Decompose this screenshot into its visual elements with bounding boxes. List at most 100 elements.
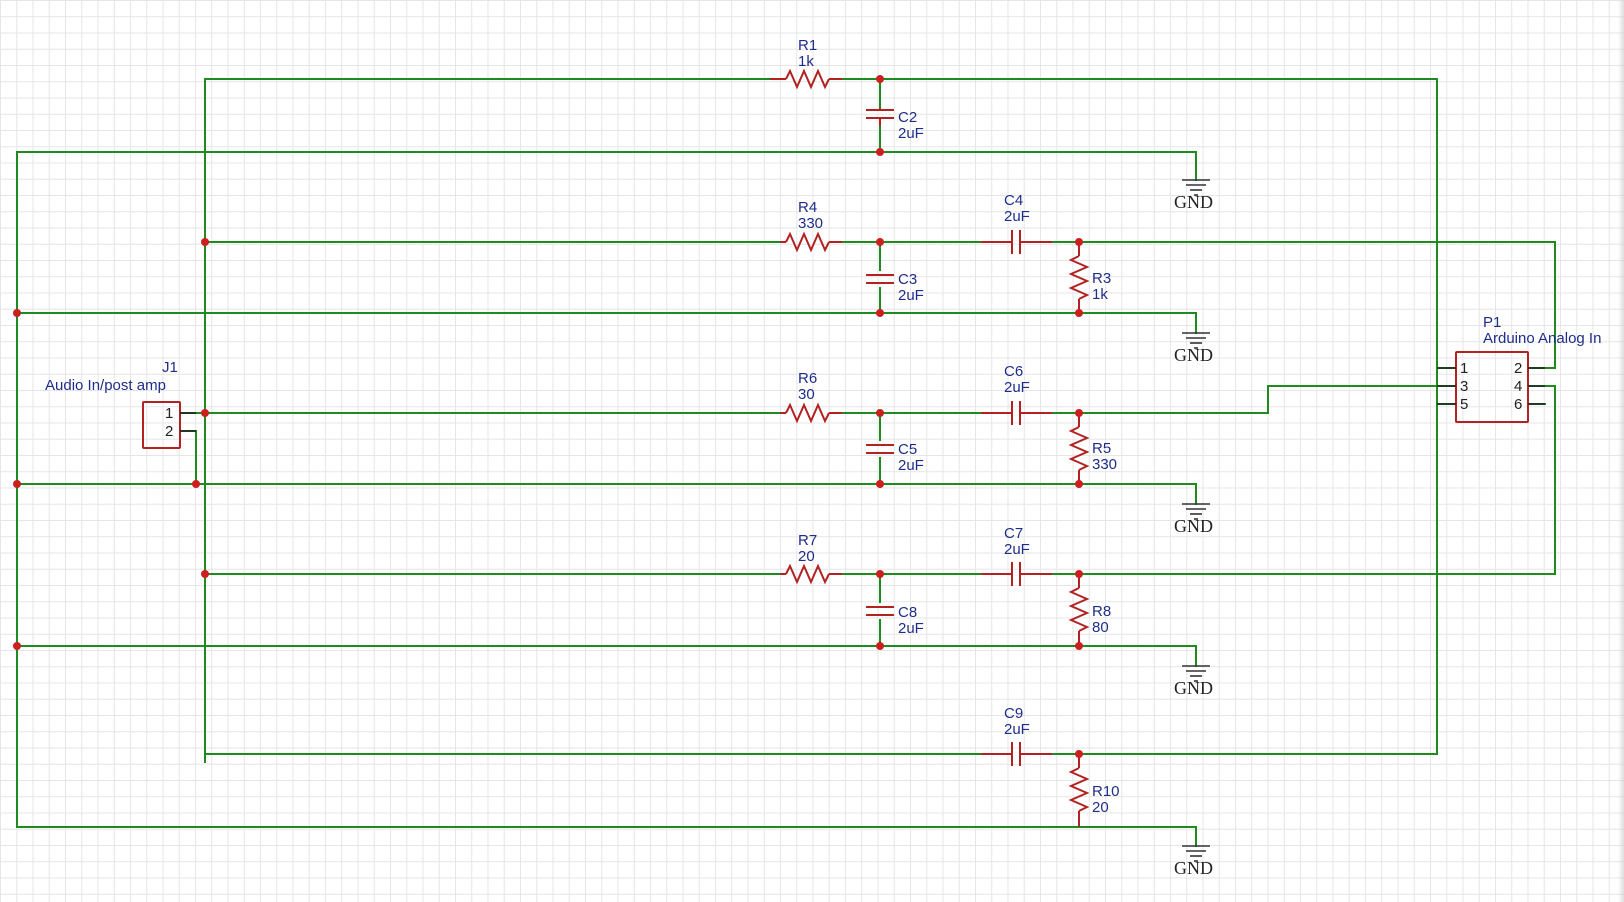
resistor-r6[interactable]: R6 30 — [780, 370, 842, 424]
wire-p1-pin2 — [1527, 241, 1556, 369]
r7-value: 20 — [798, 548, 815, 565]
junction-dot — [1075, 309, 1083, 317]
ground-symbol-2[interactable]: GND — [1174, 332, 1213, 365]
junctions — [13, 75, 1083, 758]
ground-symbol-5[interactable]: GND — [1174, 845, 1213, 878]
resistor-r10[interactable]: R10 20 — [1068, 754, 1120, 827]
capacitor-c9[interactable]: C9 2uF — [981, 705, 1052, 766]
p1-pin-3: 3 — [1460, 378, 1468, 395]
capacitor-c8[interactable]: C8 2uF — [866, 604, 924, 637]
capacitor-c7[interactable]: C7 2uF — [981, 525, 1052, 586]
junction-dot — [1075, 570, 1083, 578]
connector-j1[interactable]: 1 2 J1 Audio In/post amp — [45, 359, 196, 449]
c6-ref: C6 — [1004, 363, 1023, 380]
p1-value: Arduino Analog In — [1483, 330, 1601, 347]
connector-p1[interactable]: 1 2 3 4 5 6 P1 Arduino Analog In — [1437, 314, 1601, 423]
p1-pin-4: 4 — [1514, 378, 1522, 395]
ground-symbol-1[interactable]: GND — [1174, 179, 1213, 212]
ground-label-3: GND — [1174, 516, 1213, 536]
junction-dot — [876, 409, 884, 417]
r4-ref: R4 — [798, 199, 817, 216]
junction-dot — [876, 642, 884, 650]
junction-dot — [876, 75, 884, 83]
j1-pin-1: 1 — [165, 405, 173, 422]
wire-c6-right — [1051, 385, 1457, 414]
resistor-r8[interactable]: R8 80 — [1068, 574, 1111, 646]
ground-label-5: GND — [1174, 858, 1213, 878]
resistor-r1[interactable]: R1 1k — [770, 37, 842, 90]
junction-dot — [201, 409, 209, 417]
c7-ref: C7 — [1004, 525, 1023, 542]
c8-value: 2uF — [898, 620, 924, 637]
wire-p1-pin1 — [1436, 78, 1457, 369]
wire-row5 — [204, 753, 982, 763]
ground-label-2: GND — [1174, 345, 1213, 365]
resistor-r5[interactable]: R5 330 — [1068, 413, 1117, 484]
wires — [16, 78, 1556, 847]
r8-ref: R8 — [1092, 603, 1111, 620]
ground-symbol-4[interactable]: GND — [1174, 665, 1213, 698]
r5-ref: R5 — [1092, 440, 1111, 457]
wire-j1-pin2 — [179, 430, 197, 485]
c4-ref: C4 — [1004, 192, 1023, 209]
c9-value: 2uF — [1004, 721, 1030, 738]
c7-value: 2uF — [1004, 541, 1030, 558]
c2-value: 2uF — [898, 125, 924, 142]
r5-value: 330 — [1092, 456, 1117, 473]
r6-ref: R6 — [798, 370, 817, 387]
wire-p1-pin4 — [1527, 385, 1556, 575]
r3-ref: R3 — [1092, 270, 1111, 287]
junction-dot — [1075, 750, 1083, 758]
junction-dot — [876, 309, 884, 317]
junction-dot — [13, 309, 21, 317]
p1-pin-2: 2 — [1514, 360, 1522, 377]
junction-dot — [876, 238, 884, 246]
resistor-r4[interactable]: R4 330 — [780, 199, 842, 253]
r10-ref: R10 — [1092, 783, 1120, 800]
j1-ref: J1 — [162, 359, 178, 376]
junction-dot — [192, 480, 200, 488]
r6-value: 30 — [798, 386, 815, 403]
junction-dot — [1075, 480, 1083, 488]
canvas-edge-shadow — [1618, 0, 1624, 902]
ground-label-1: GND — [1174, 192, 1213, 212]
c2-ref: C2 — [898, 109, 917, 126]
c9-ref: C9 — [1004, 705, 1023, 722]
junction-dot — [1075, 409, 1083, 417]
p1-pin-1: 1 — [1460, 360, 1468, 377]
capacitor-c4[interactable]: C4 2uF — [981, 192, 1052, 254]
junction-dot — [13, 642, 21, 650]
capacitor-c3[interactable]: C3 2uF — [866, 271, 924, 304]
j1-pin-2: 2 — [165, 423, 173, 440]
r4-value: 330 — [798, 215, 823, 232]
wire-c9-right — [1051, 78, 1438, 755]
c8-ref: C8 — [898, 604, 917, 621]
c5-value: 2uF — [898, 457, 924, 474]
j1-value: Audio In/post amp — [45, 377, 166, 394]
c3-ref: C3 — [898, 271, 917, 288]
c6-value: 2uF — [1004, 379, 1030, 396]
resistor-r3[interactable]: R3 1k — [1068, 242, 1111, 313]
junction-dot — [876, 148, 884, 156]
c3-value: 2uF — [898, 287, 924, 304]
junction-dot — [876, 570, 884, 578]
junction-dot — [13, 480, 21, 488]
ground-symbol-3[interactable]: GND — [1174, 503, 1213, 536]
capacitor-c2[interactable]: C2 2uF — [866, 108, 924, 142]
junction-dot — [201, 238, 209, 246]
r1-ref: R1 — [798, 37, 817, 54]
p1-ref: P1 — [1483, 314, 1501, 331]
capacitor-c6[interactable]: C6 2uF — [981, 363, 1052, 425]
c5-ref: C5 — [898, 441, 917, 458]
capacitor-c5[interactable]: C5 2uF — [866, 441, 924, 474]
junction-dot — [1075, 238, 1083, 246]
c4-value: 2uF — [1004, 208, 1030, 225]
ground-label-4: GND — [1174, 678, 1213, 698]
junction-dot — [201, 570, 209, 578]
p1-pin-6: 6 — [1514, 396, 1522, 413]
r3-value: 1k — [1092, 286, 1108, 303]
resistor-r7[interactable]: R7 20 — [780, 532, 842, 585]
r10-value: 20 — [1092, 799, 1109, 816]
junction-dot — [876, 480, 884, 488]
